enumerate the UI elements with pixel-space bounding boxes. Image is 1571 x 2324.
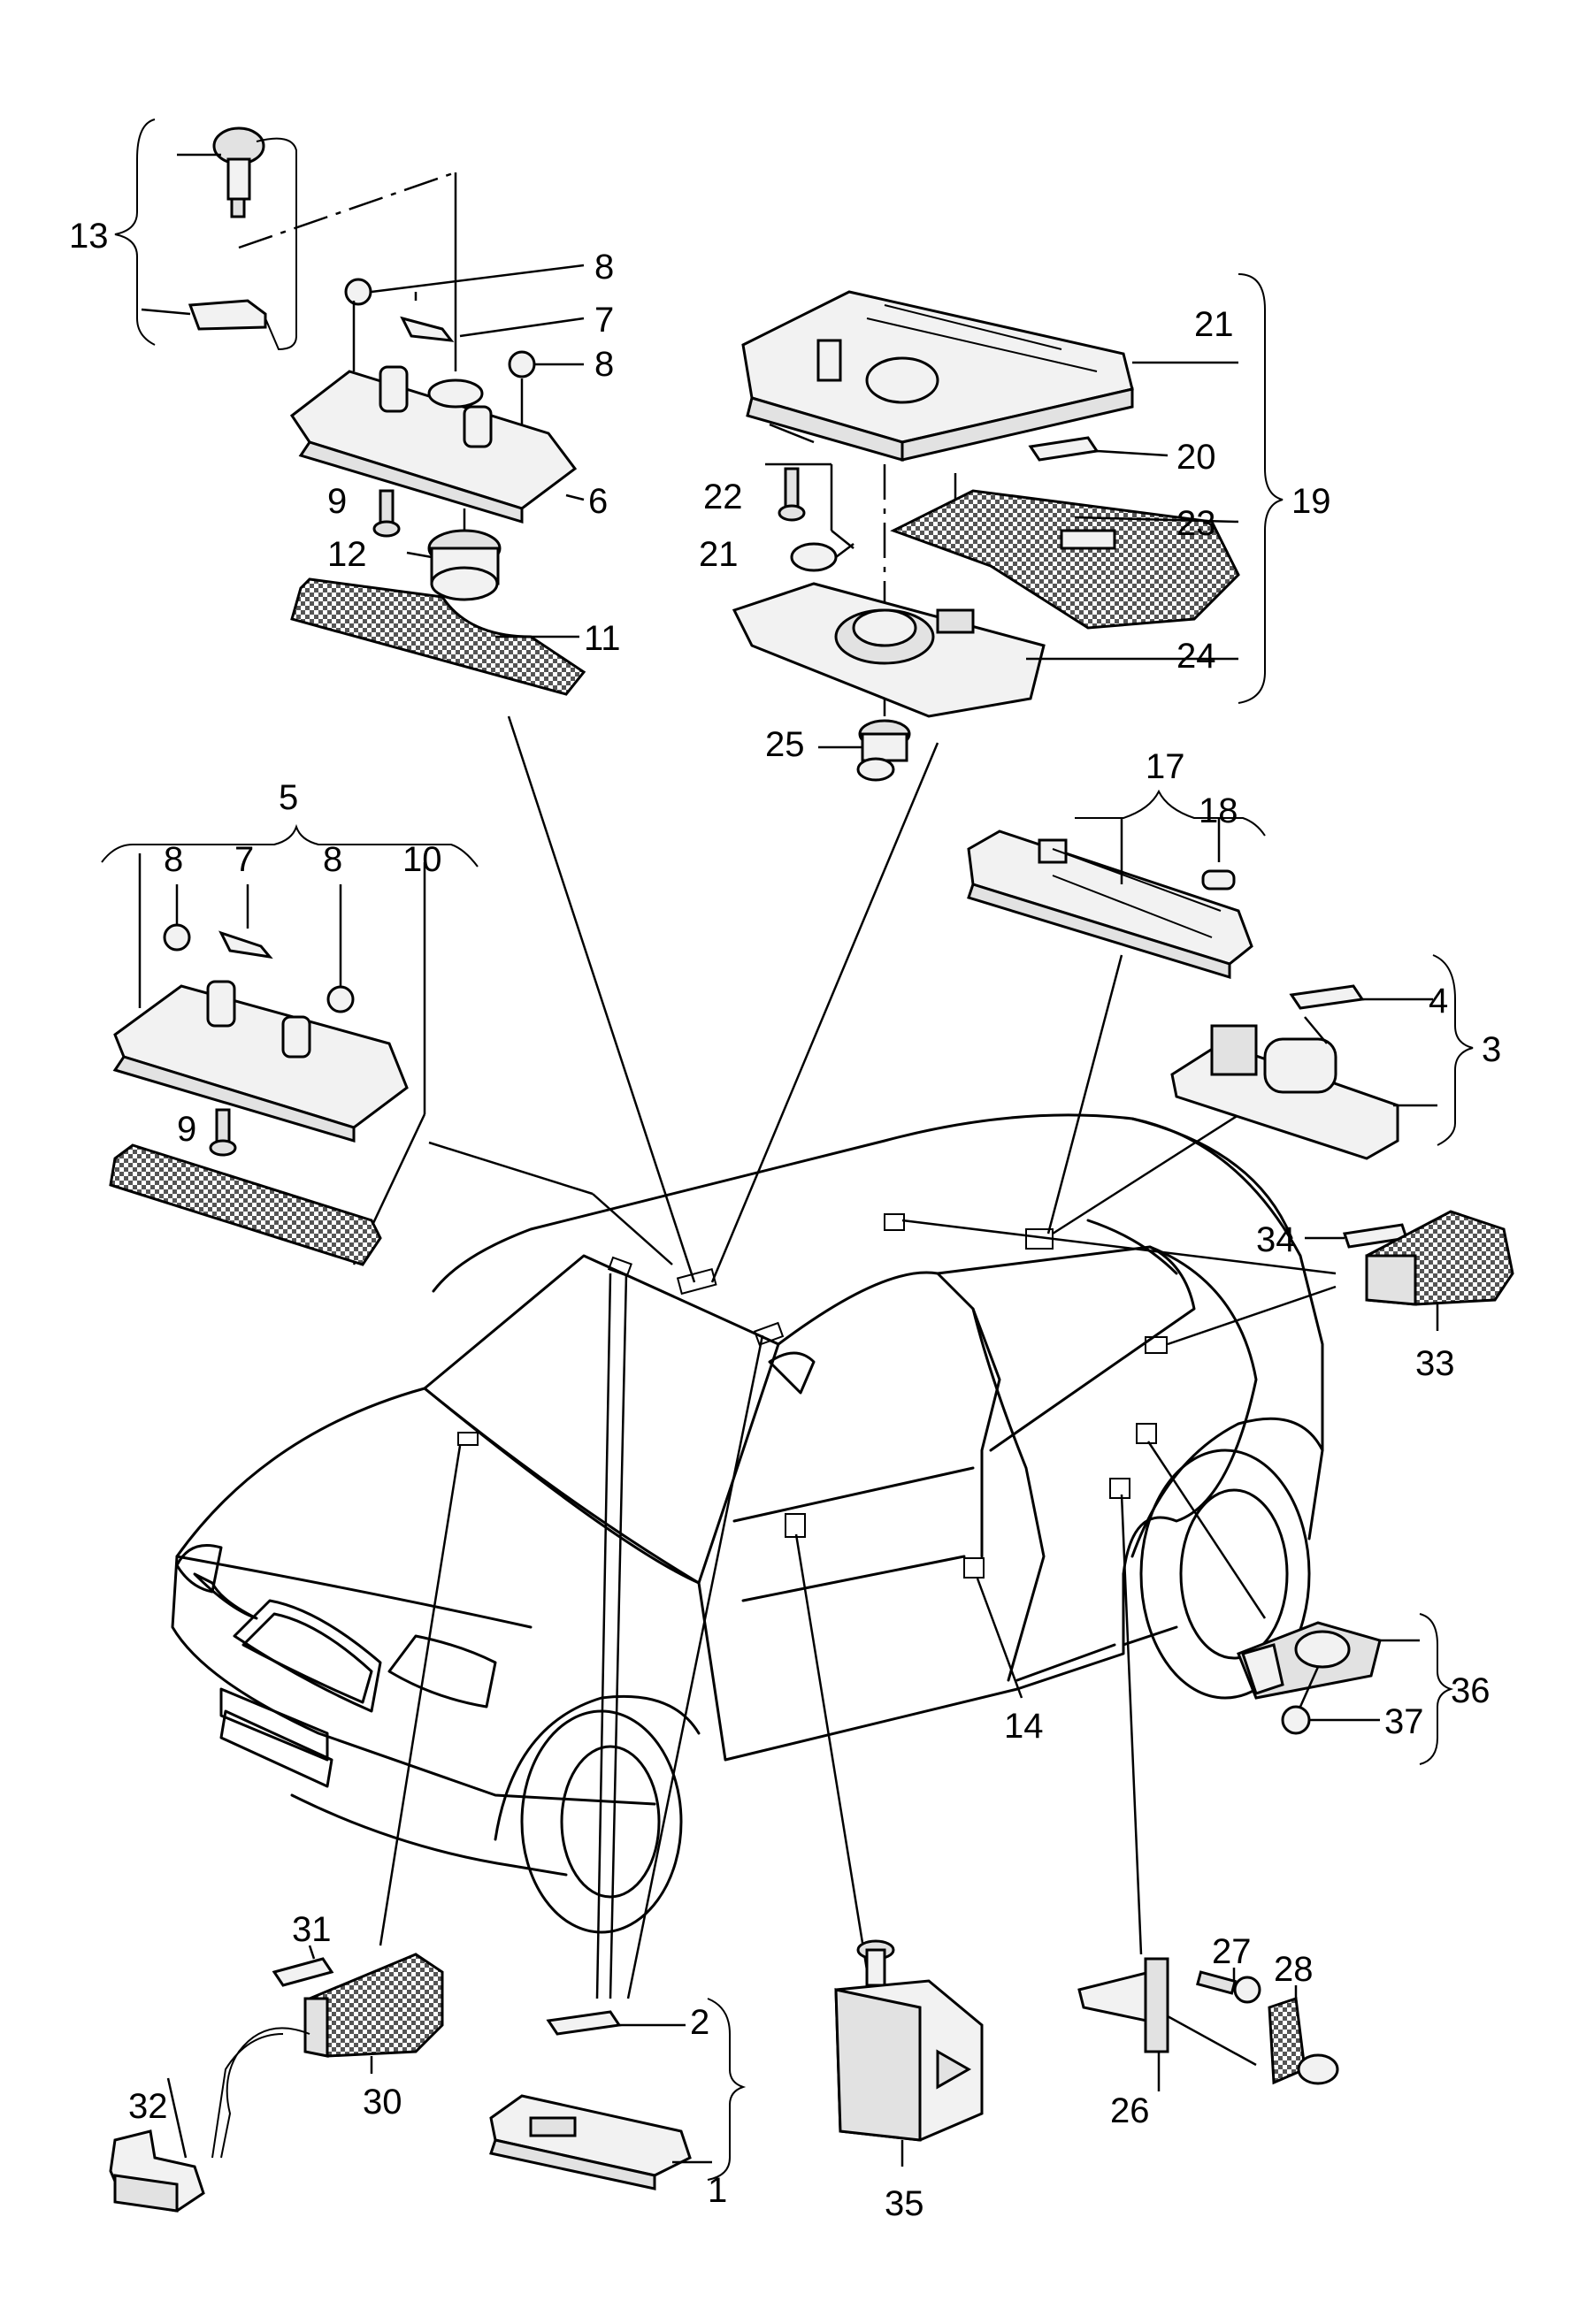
label-8a: 8: [594, 248, 614, 287]
label-8b: 8: [594, 345, 614, 384]
label-7b: 7: [234, 840, 254, 879]
part-19-roof-console: [732, 273, 1284, 782]
label-9b: 9: [177, 1110, 196, 1149]
part-6-interior-light: [289, 264, 586, 696]
car-outline: [171, 1113, 1324, 1934]
label-24: 24: [1176, 637, 1216, 676]
part-17-reading-light: [967, 789, 1266, 980]
label-30: 30: [363, 2083, 402, 2121]
label-23: 23: [1176, 504, 1216, 543]
part-30-footwell-lamp: [109, 1945, 444, 2213]
label-9a: 9: [327, 482, 347, 521]
label-8d: 8: [323, 840, 342, 879]
label-28: 28: [1274, 1950, 1314, 1989]
label-35: 35: [885, 2184, 924, 2223]
label-26: 26: [1110, 2091, 1150, 2130]
car-locators: [457, 1213, 1168, 1579]
label-32: 32: [128, 2087, 168, 2126]
label-25: 25: [765, 725, 805, 764]
part-36-door-lamp: [1237, 1613, 1454, 1765]
label-17: 17: [1146, 747, 1185, 786]
part-5-interior-light: [101, 823, 479, 1266]
label-13: 13: [69, 217, 109, 256]
label-4: 4: [1429, 982, 1448, 1021]
label-6: 6: [588, 482, 608, 521]
label-19: 19: [1291, 482, 1331, 521]
part-labels: 1 2 3 4 5 6 7 7 8 8 8 8 9 9 10 11 12 13 …: [69, 217, 1501, 2223]
label-27: 27: [1212, 1932, 1252, 1971]
label-21b: 21: [699, 535, 739, 574]
label-31: 31: [292, 1910, 332, 1949]
part-26-door-switch: [1077, 1957, 1339, 2091]
label-7a: 7: [594, 301, 614, 340]
part-3-lamp: [1170, 954, 1474, 1160]
label-3: 3: [1482, 1030, 1501, 1069]
label-12: 12: [327, 535, 367, 574]
label-5: 5: [279, 778, 298, 817]
label-20: 20: [1176, 438, 1216, 477]
label-21a: 21: [1194, 305, 1234, 344]
label-10: 10: [402, 840, 442, 879]
part-13-sensor: [114, 118, 457, 371]
label-8c: 8: [164, 840, 183, 879]
label-33: 33: [1415, 1344, 1455, 1383]
label-34: 34: [1256, 1220, 1296, 1259]
part-35-switch: [834, 1939, 984, 2167]
part-1-glovebox-lamp: [489, 1998, 747, 2190]
label-22: 22: [703, 478, 743, 516]
label-37: 37: [1384, 1702, 1424, 1741]
part-33-side-lamp: [1305, 1210, 1514, 1331]
label-1: 1: [708, 2171, 727, 2210]
label-36: 36: [1451, 1671, 1491, 1710]
label-2: 2: [690, 2003, 709, 2042]
leader-lines: [379, 715, 1337, 2053]
label-11: 11: [584, 619, 621, 658]
label-14: 14: [1004, 1707, 1044, 1746]
label-18: 18: [1199, 791, 1238, 830]
